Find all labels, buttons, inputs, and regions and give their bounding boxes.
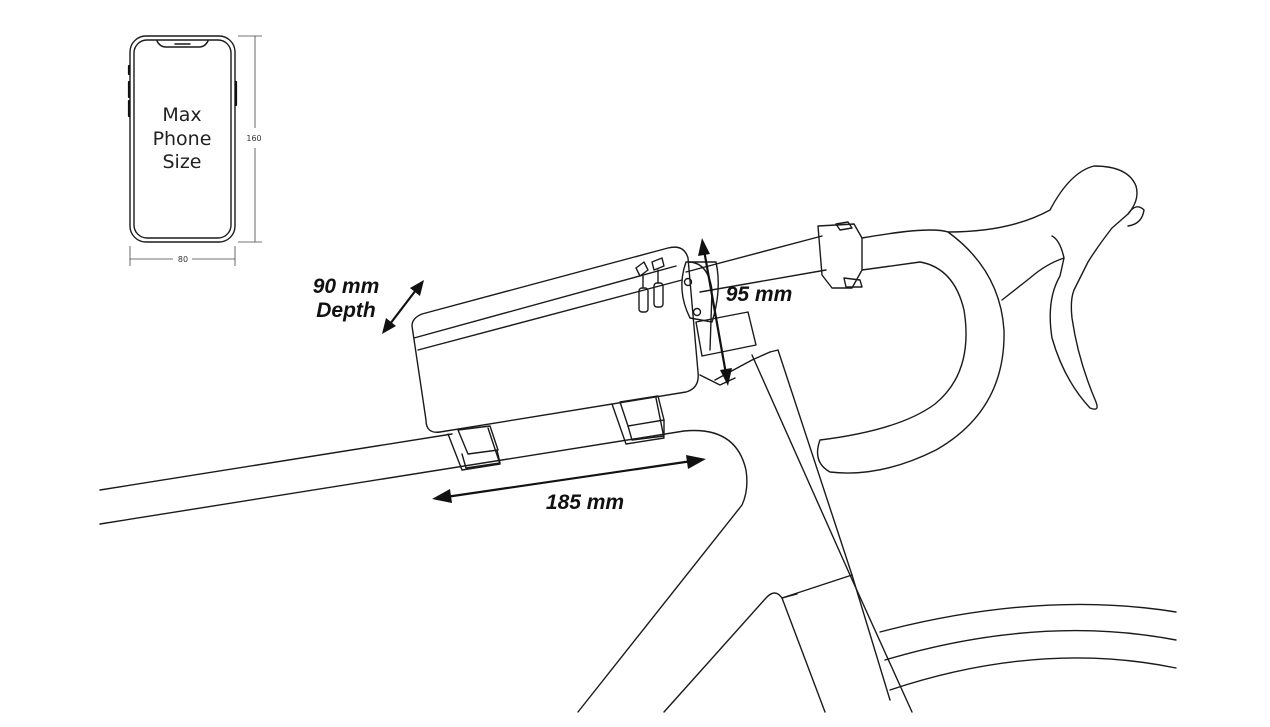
depth-text-label: Depth: [316, 299, 376, 322]
height-value-label: 95 mm: [726, 283, 793, 306]
stem-and-handlebar: [681, 165, 1145, 474]
height-arrow: [698, 238, 732, 386]
phone-outline: [127, 35, 238, 243]
phone-width-dimension-line: [129, 246, 236, 266]
phone-label-line-1: Max: [162, 104, 201, 126]
phone-height-label: 160: [246, 134, 261, 143]
depth-value-label: 90 mm: [313, 275, 380, 298]
length-value-label: 185 mm: [546, 491, 624, 514]
phone-width-label: 80: [178, 255, 188, 264]
phone-height-dimension-line: [238, 35, 262, 243]
bike-frame: [99, 349, 1177, 713]
depth-arrow: [382, 280, 424, 334]
phone-label-line-2: Phone: [153, 128, 212, 150]
phone-label-line-3: Size: [162, 151, 201, 173]
length-arrow: [432, 455, 706, 503]
top-tube-bag: [411, 246, 713, 471]
